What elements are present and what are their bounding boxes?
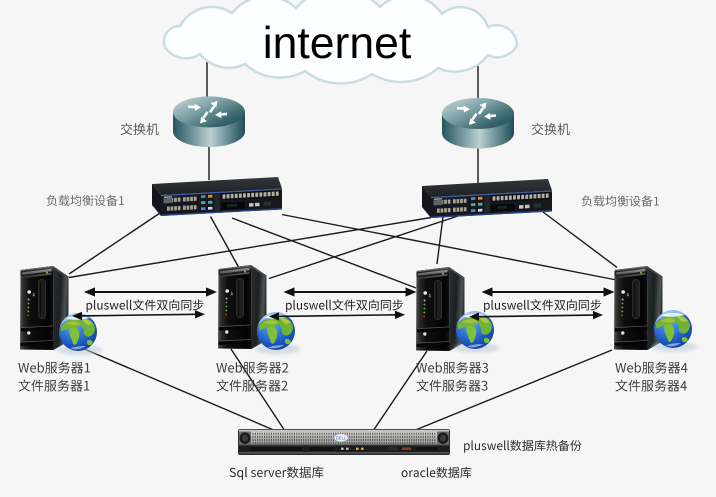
svg-text:internet: internet	[263, 19, 412, 68]
svg-text:DELL: DELL	[336, 435, 347, 440]
